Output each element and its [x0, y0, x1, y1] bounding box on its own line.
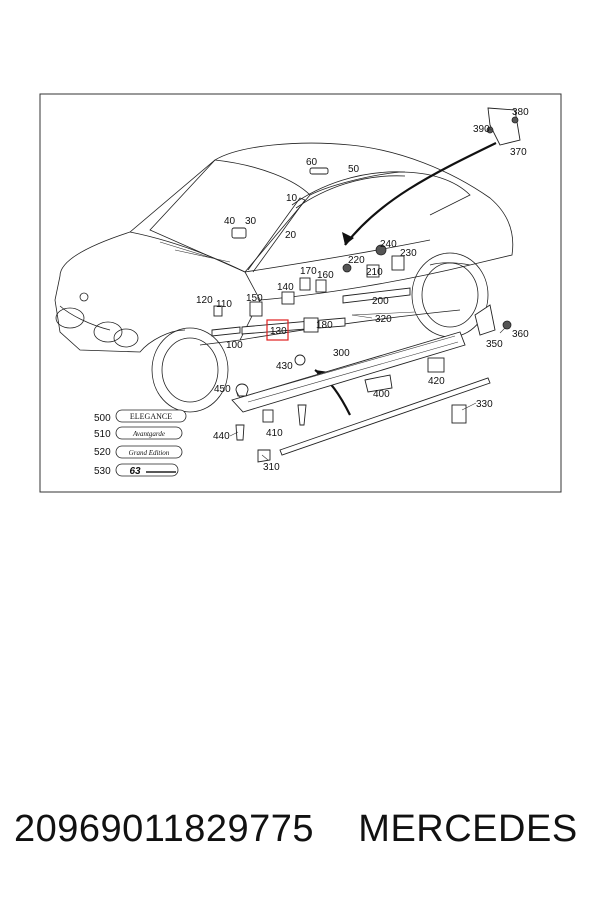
label-330: 330	[476, 399, 493, 410]
label-430: 430	[276, 361, 293, 372]
label-320: 320	[375, 314, 392, 325]
badge-63: 63	[115, 463, 179, 477]
label-10: 10	[286, 193, 298, 204]
part-labels: 60 50 10 40 30 20 240 230 220 210 170 16…	[94, 107, 529, 477]
label-520: 520	[94, 447, 111, 458]
label-60: 60	[306, 157, 318, 168]
label-130: 130	[270, 326, 287, 337]
label-530: 530	[94, 466, 111, 477]
badge-avantgarde: Avantgarde	[115, 426, 183, 440]
label-200: 200	[372, 296, 389, 307]
badge-grand-edition: Grand Edition	[115, 445, 183, 459]
leader-lines	[229, 127, 506, 461]
badge-avantgarde-text: Avantgarde	[132, 430, 165, 438]
label-170: 170	[300, 266, 317, 277]
label-300: 300	[333, 348, 350, 359]
label-100: 100	[226, 340, 243, 351]
label-390: 390	[473, 124, 490, 135]
label-420: 420	[428, 376, 445, 387]
label-110: 110	[216, 299, 232, 310]
label-440: 440	[213, 431, 230, 442]
side-sill-trim	[231, 331, 491, 456]
label-380: 380	[512, 107, 529, 118]
label-230: 230	[400, 248, 417, 259]
label-450: 450	[214, 384, 231, 395]
label-310: 310	[263, 462, 280, 473]
label-180: 180	[316, 320, 333, 331]
molding-strips	[247, 171, 406, 273]
label-500: 500	[94, 413, 111, 424]
clips-and-fasteners	[213, 107, 521, 463]
label-40: 40	[224, 216, 236, 227]
label-20: 20	[285, 230, 297, 241]
part-number: 20969011829775	[14, 808, 315, 850]
badge-63-text: 63	[129, 466, 141, 477]
badge-grand-edition-text: Grand Edition	[129, 449, 170, 457]
footer-part-info: 20969011829775 MERCEDES	[14, 808, 594, 851]
label-50: 50	[348, 164, 360, 175]
badge-elegance: ELEGANCE	[115, 409, 187, 423]
highlight-part-130	[266, 319, 289, 341]
label-350: 350	[486, 339, 503, 350]
diagram-frame	[39, 93, 562, 493]
label-120: 120	[196, 295, 213, 306]
label-150: 150	[246, 293, 263, 304]
label-400: 400	[373, 389, 390, 400]
label-30: 30	[245, 216, 257, 227]
brand-name: MERCEDES	[358, 808, 578, 850]
label-220: 220	[348, 255, 365, 266]
label-140: 140	[277, 282, 294, 293]
label-410: 410	[266, 428, 283, 439]
label-160: 160	[317, 270, 334, 281]
badge-elegance-text: ELEGANCE	[130, 412, 172, 421]
label-240: 240	[380, 239, 397, 250]
label-510: 510	[94, 429, 111, 440]
label-360: 360	[512, 329, 529, 340]
label-210: 210	[366, 267, 383, 278]
label-370: 370	[510, 147, 527, 158]
